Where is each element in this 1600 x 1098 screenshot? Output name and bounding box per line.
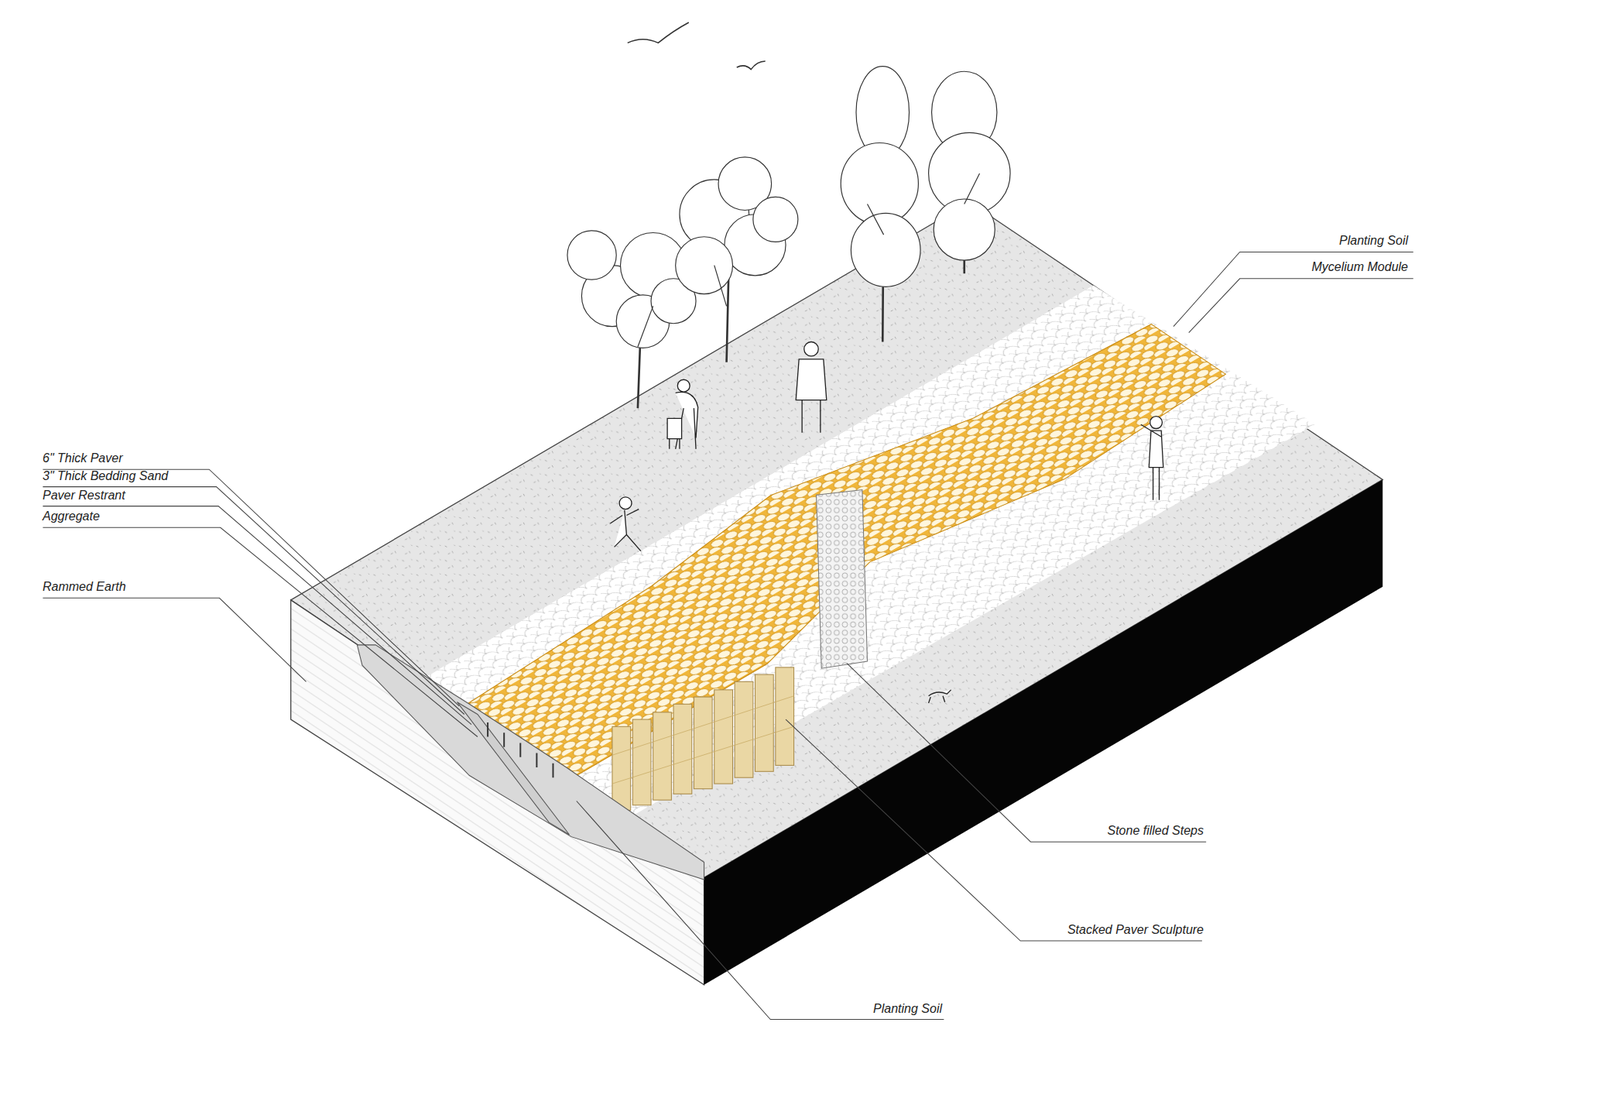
callout-label: Stone filled Steps [1106,823,1204,838]
callout-label: Rammed Earth [42,579,127,594]
callout-label: 3" Thick Bedding Sand [42,469,168,484]
callout-label: 6" Thick Paver [42,451,124,466]
callout-label: Aggregate [42,509,100,524]
callout-label: Planting Soil [873,1001,943,1016]
callout-label: Paver Restrant [42,488,126,503]
callout-label: Stacked Paver Sculpture [1067,922,1204,937]
callout-label: Mycelium Module [1312,260,1409,275]
callout-label: Planting Soil [1339,233,1409,248]
